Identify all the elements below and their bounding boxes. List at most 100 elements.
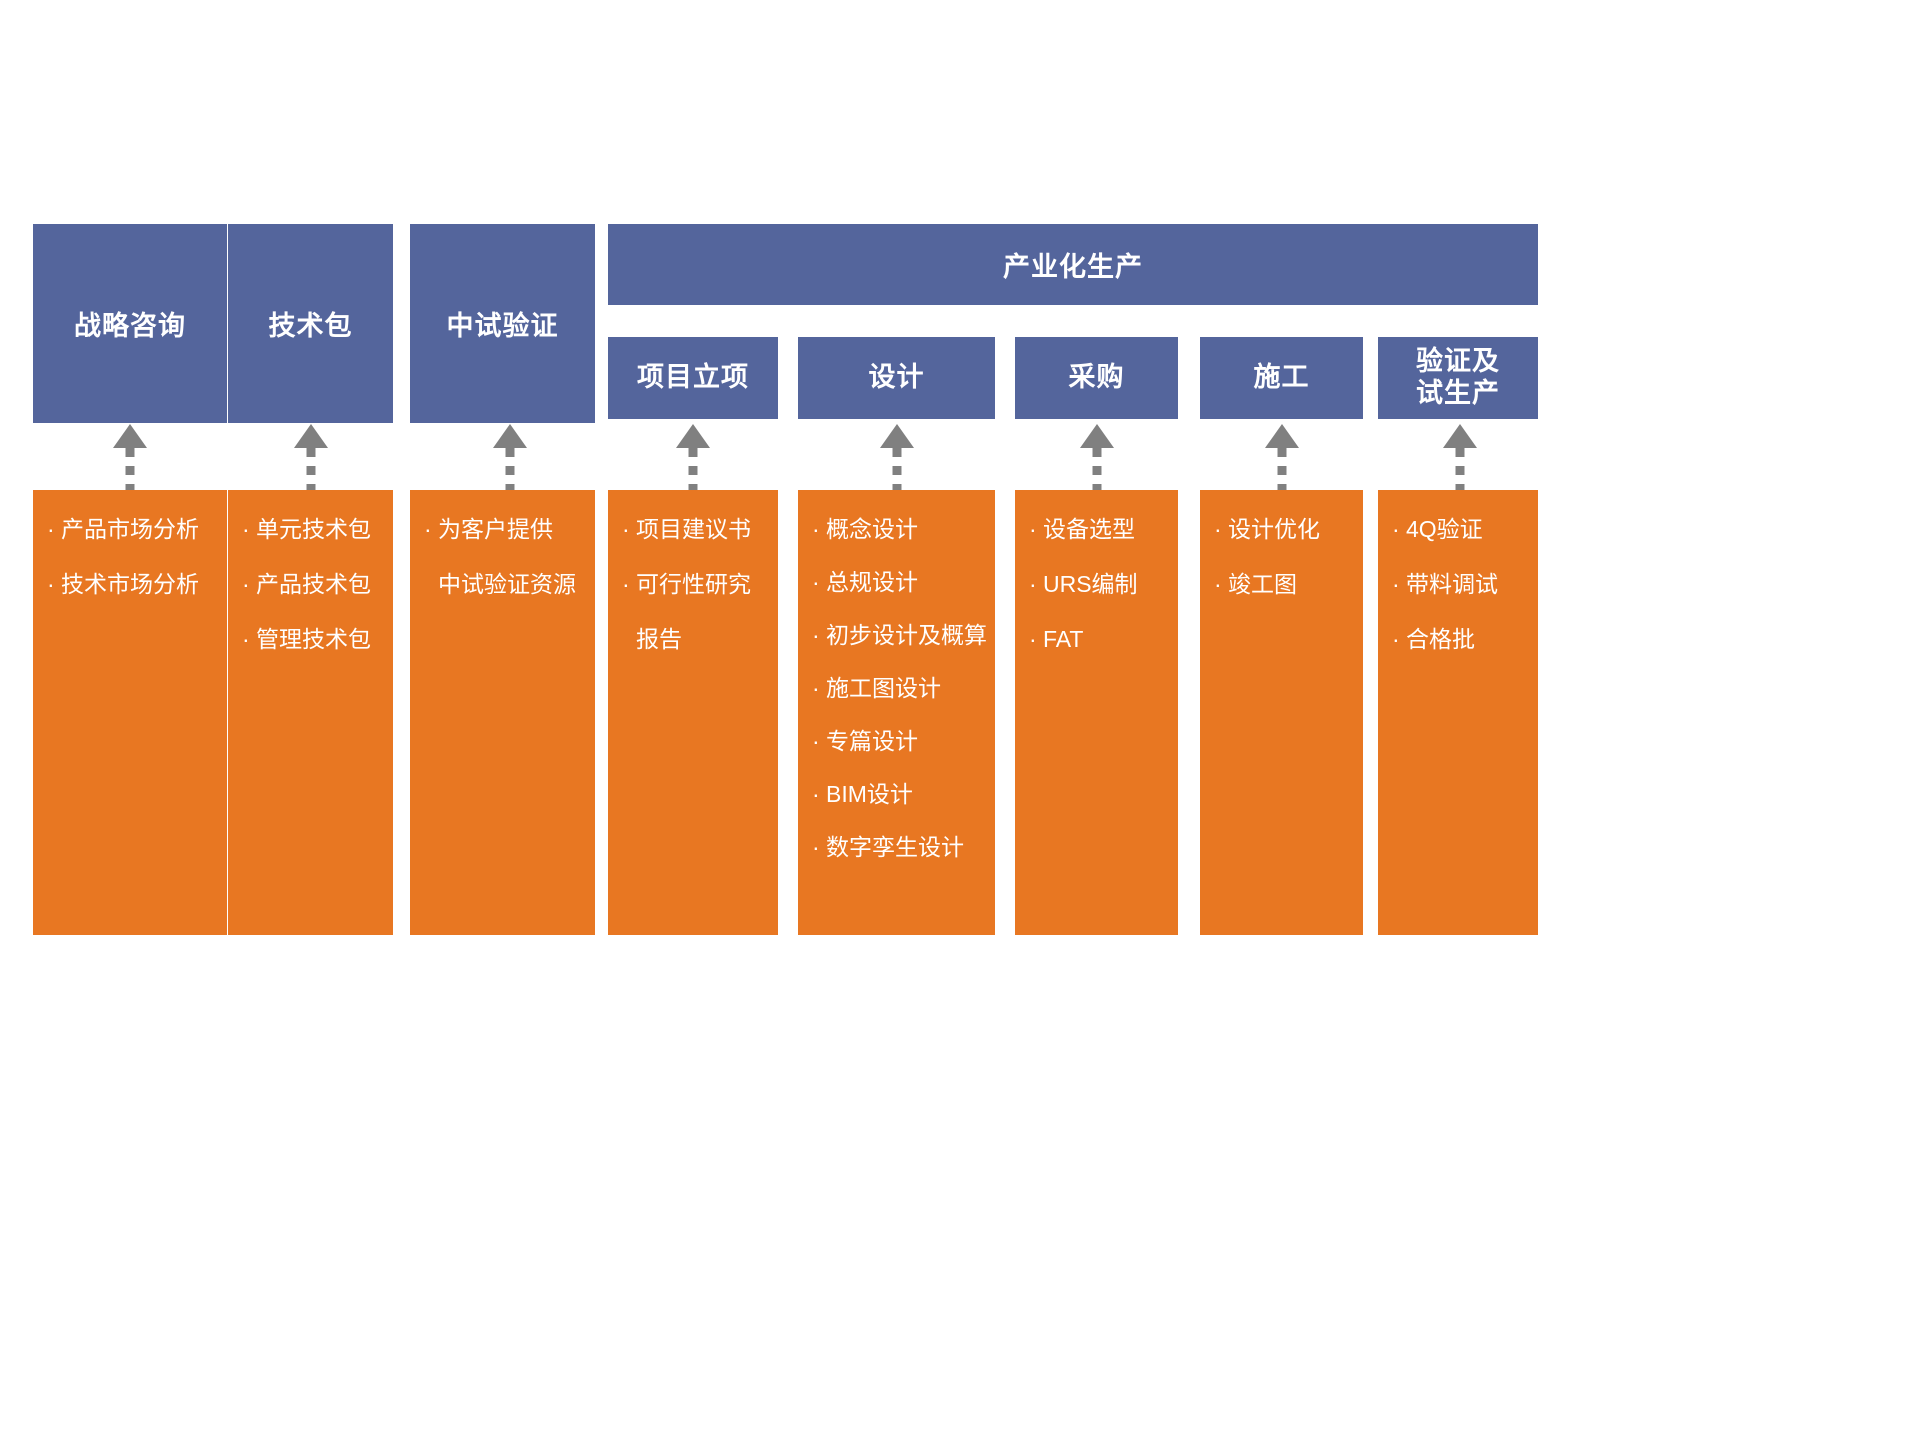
list-item: ·初步设计及概算 xyxy=(812,622,987,648)
arrow-head-icon xyxy=(1080,424,1114,448)
list-item: ·技术市场分析 xyxy=(47,571,199,597)
detail-column-design[interactable]: ·概念设计 ·总规设计 ·初步设计及概算 ·施工图设计 ·专篇设计 ·BIM设计… xyxy=(798,490,995,935)
list-item: ·URS编制 xyxy=(1029,571,1138,597)
arrow-head-icon xyxy=(113,424,147,448)
arrow-head-icon xyxy=(1265,424,1299,448)
phase-box-pilot-verification[interactable]: 中试验证 xyxy=(410,224,595,423)
bullet-dot-icon: · xyxy=(424,516,432,542)
bullet-dot-icon: · xyxy=(1392,571,1400,597)
bullet-dot-icon: · xyxy=(622,571,630,597)
bullet-dot-icon: · xyxy=(242,516,250,542)
list-item: ·项目建议书 xyxy=(622,516,751,542)
list-item: ·设备选型 xyxy=(1029,516,1135,542)
list-item: ·带料调试 xyxy=(1392,571,1498,597)
phase-box-design[interactable]: 设计 xyxy=(798,337,995,419)
detail-list: ·设备选型 ·URS编制 ·FAT xyxy=(1015,490,1178,935)
arrow-connector-validation-trial-production xyxy=(1443,424,1477,490)
phase-box-procurement[interactable]: 采购 xyxy=(1015,337,1178,419)
phase-label: 项目立项 xyxy=(637,362,749,393)
bullet-dot-icon: · xyxy=(812,834,820,860)
bullet-dot-icon: · xyxy=(242,626,250,652)
banner-label: 产业化生产 xyxy=(1003,252,1143,282)
arrow-connector-procurement xyxy=(1080,424,1114,490)
phase-box-strategy-consulting[interactable]: 战略咨询 xyxy=(33,224,227,423)
phase-label: 采购 xyxy=(1068,362,1125,393)
list-item: ·FAT xyxy=(1029,626,1084,652)
list-item: ·报告 xyxy=(636,626,682,652)
list-item: ·可行性研究 xyxy=(622,571,751,597)
detail-list: ·为客户提供 ·中试验证资源 xyxy=(410,490,595,935)
list-item: ·总规设计 xyxy=(812,569,918,595)
phase-box-project-initiation[interactable]: 项目立项 xyxy=(608,337,778,419)
list-item: ·数字孪生设计 xyxy=(812,834,964,860)
arrow-dashed-stem xyxy=(688,448,698,490)
phase-label-line1: 验证及 xyxy=(1416,346,1500,377)
arrow-connector-strategy-consulting xyxy=(113,424,147,490)
detail-column-construction[interactable]: ·设计优化 ·竣工图 xyxy=(1200,490,1363,935)
bullet-dot-icon: · xyxy=(242,571,250,597)
detail-column-strategy-consulting[interactable]: ·产品市场分析 ·技术市场分析 xyxy=(33,490,227,935)
bullet-dot-icon: · xyxy=(812,781,820,807)
bullet-dot-icon: · xyxy=(622,516,630,542)
detail-column-validation-trial-production[interactable]: ·4Q验证 ·带料调试 ·合格批 xyxy=(1378,490,1538,935)
arrow-head-icon xyxy=(1443,424,1477,448)
bullet-dot-icon: · xyxy=(1029,571,1037,597)
arrow-dashed-stem xyxy=(892,448,902,490)
bullet-dot-icon: · xyxy=(812,569,820,595)
arrow-dashed-stem xyxy=(306,448,316,490)
list-item: ·概念设计 xyxy=(812,516,918,542)
list-item: ·竣工图 xyxy=(1214,571,1297,597)
arrow-connector-technology-package xyxy=(294,424,328,490)
list-item: ·专篇设计 xyxy=(812,728,918,754)
bullet-dot-icon: · xyxy=(812,675,820,701)
arrow-head-icon xyxy=(294,424,328,448)
detail-list: ·设计优化 ·竣工图 xyxy=(1200,490,1363,935)
arrow-dashed-stem xyxy=(1092,448,1102,490)
phase-box-construction[interactable]: 施工 xyxy=(1200,337,1363,419)
bullet-dot-icon: · xyxy=(1392,626,1400,652)
list-item: ·管理技术包 xyxy=(242,626,371,652)
bullet-dot-icon: · xyxy=(812,516,820,542)
list-item: ·为客户提供 xyxy=(424,516,553,542)
phase-label: 中试验证 xyxy=(446,311,559,341)
list-item: ·产品市场分析 xyxy=(47,516,199,542)
list-item: ·BIM设计 xyxy=(812,781,913,807)
detail-list: ·概念设计 ·总规设计 ·初步设计及概算 ·施工图设计 ·专篇设计 ·BIM设计… xyxy=(798,490,995,935)
bullet-dot-icon: · xyxy=(812,728,820,754)
arrow-dashed-stem xyxy=(1277,448,1287,490)
detail-column-technology-package[interactable]: ·单元技术包 ·产品技术包 ·管理技术包 xyxy=(228,490,393,935)
bullet-dot-icon: · xyxy=(47,516,55,542)
phase-label: 技术包 xyxy=(268,311,353,341)
arrow-dashed-stem xyxy=(125,448,135,490)
phase-label: 设计 xyxy=(868,362,925,393)
list-item: ·设计优化 xyxy=(1214,516,1320,542)
banner-industrialized-production[interactable]: 产业化生产 xyxy=(608,224,1538,305)
arrow-connector-construction xyxy=(1265,424,1299,490)
detail-list: ·产品市场分析 ·技术市场分析 xyxy=(33,490,227,935)
detail-column-pilot-verification[interactable]: ·为客户提供 ·中试验证资源 xyxy=(410,490,595,935)
detail-column-procurement[interactable]: ·设备选型 ·URS编制 ·FAT xyxy=(1015,490,1178,935)
arrow-connector-design xyxy=(880,424,914,490)
list-item: ·施工图设计 xyxy=(812,675,941,701)
list-item: ·合格批 xyxy=(1392,626,1475,652)
arrow-head-icon xyxy=(880,424,914,448)
bullet-dot-icon: · xyxy=(812,622,820,648)
phase-label-line2: 试生产 xyxy=(1416,378,1500,408)
phase-label: 施工 xyxy=(1253,362,1310,393)
list-item: ·中试验证资源 xyxy=(438,571,576,597)
phase-box-validation-trial-production[interactable]: 验证及 试生产 xyxy=(1378,337,1538,419)
list-item: ·4Q验证 xyxy=(1392,516,1483,542)
bullet-dot-icon: · xyxy=(1029,516,1037,542)
bullet-dot-icon: · xyxy=(1214,571,1222,597)
detail-column-project-initiation[interactable]: ·项目建议书 ·可行性研究 ·报告 xyxy=(608,490,778,935)
phase-box-technology-package[interactable]: 技术包 xyxy=(228,224,393,423)
bullet-dot-icon: · xyxy=(47,571,55,597)
arrow-head-icon xyxy=(493,424,527,448)
detail-list: ·项目建议书 ·可行性研究 ·报告 xyxy=(608,490,778,935)
list-item: ·单元技术包 xyxy=(242,516,371,542)
detail-list: ·单元技术包 ·产品技术包 ·管理技术包 xyxy=(228,490,393,935)
arrow-connector-pilot-verification xyxy=(493,424,527,490)
arrow-dashed-stem xyxy=(505,448,515,490)
bullet-dot-icon: · xyxy=(1392,516,1400,542)
